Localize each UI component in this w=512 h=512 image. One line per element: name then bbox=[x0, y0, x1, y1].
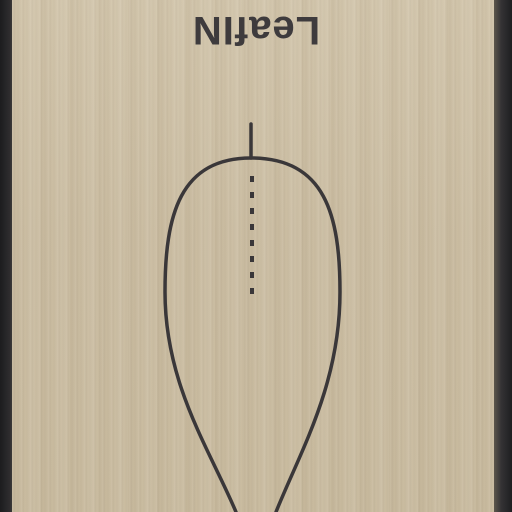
dark-frame-right bbox=[494, 0, 512, 512]
leaf-outline bbox=[163, 156, 342, 512]
dark-frame-left bbox=[0, 0, 14, 512]
